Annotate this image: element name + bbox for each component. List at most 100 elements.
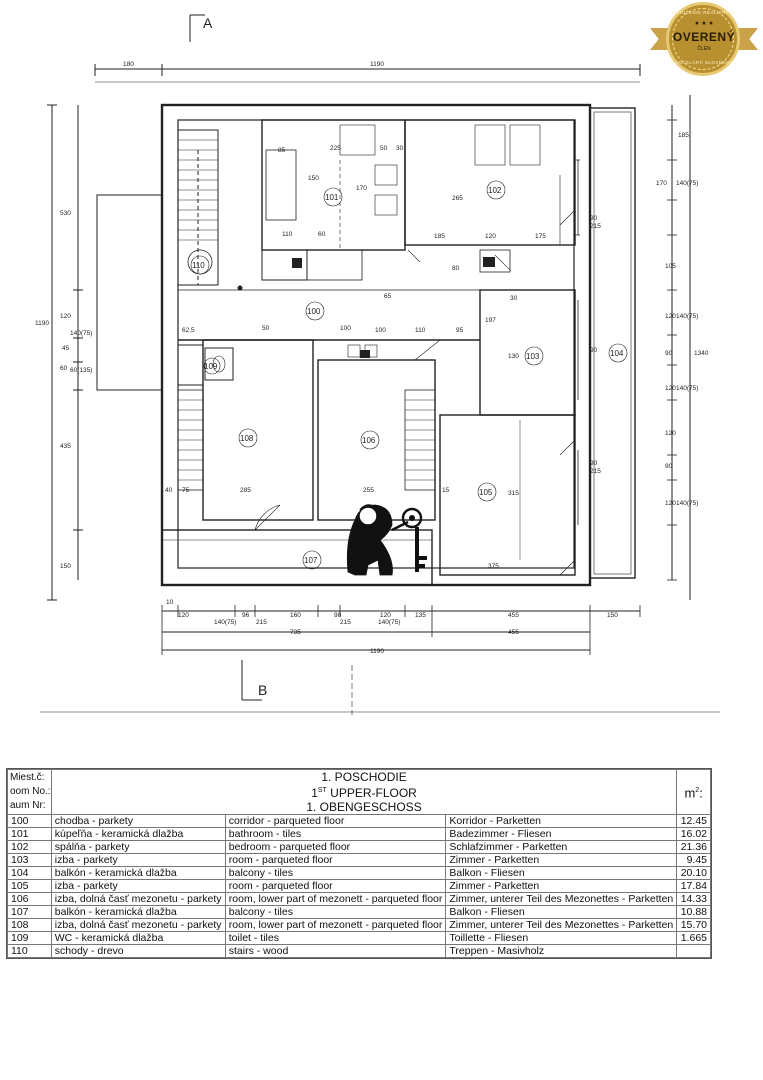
- legend-cell-area: 10.88: [676, 905, 711, 919]
- room-106: 106: [362, 436, 376, 445]
- dim-text: 40: [165, 487, 173, 494]
- dim-text: 120: [485, 233, 496, 240]
- legend-cell-sk: balkón - keramická dlažba: [50, 866, 226, 880]
- dim-text: 10: [166, 599, 174, 606]
- legend-cell-sk: balkón - keramická dlažba: [50, 905, 226, 919]
- legend-title: 1. POSCHODIE 1ST UPPER-FLOOR 1. OBENGESC…: [50, 769, 678, 815]
- dim-text: 140(75): [378, 619, 400, 626]
- legend-cell-en: balcony - tiles: [224, 905, 447, 919]
- dim-text: 180: [123, 61, 134, 68]
- dim-text: 130: [508, 353, 519, 360]
- dim-text: 530: [60, 210, 71, 217]
- badge-subtitle: ČLEN: [697, 46, 711, 52]
- room-102: 102: [488, 186, 502, 195]
- dim-text: 225: [330, 145, 341, 152]
- legend-cell-area: 14.33: [676, 892, 711, 906]
- dim-text: 105: [665, 263, 676, 270]
- lion-key-logo: [346, 504, 427, 576]
- dim-text: 45: [62, 345, 70, 352]
- dim-text: 1190: [35, 320, 49, 327]
- legend-cell-area: 20.10: [676, 866, 711, 880]
- legend-cell-en: room - parqueted floor: [224, 879, 447, 893]
- dim-text: 140(75): [214, 619, 236, 626]
- dim-text: 255: [363, 487, 374, 494]
- floor-plan: A B 180 1190 530 1190 120 140(75) 45 60(…: [35, 14, 720, 715]
- legend-cell-en: toilet - tiles: [224, 931, 447, 945]
- title-en-sup: ST: [317, 787, 327, 794]
- dim-text: 90: [665, 350, 673, 357]
- legend-cell-de: Badezimmer - Fliesen: [445, 827, 678, 841]
- legend-cell-area: 12.45: [676, 814, 711, 828]
- legend-cell-area: 21.36: [676, 840, 711, 854]
- badge-arc-top: ZDRUŽENIE REALITNÝCH: [671, 10, 737, 15]
- room-legend-table: Miest.č: oom No.: aum Nr: 1. POSCHODIE 1…: [6, 768, 712, 959]
- header-num-label: aum Nr:: [10, 800, 46, 811]
- dim-text: 120: [665, 313, 676, 320]
- dim-text: 120: [380, 612, 391, 619]
- legend-cell-num: 110: [7, 944, 52, 958]
- dim-text: 215: [340, 619, 351, 626]
- dim-text: 95: [456, 327, 464, 334]
- room-107: 107: [304, 556, 318, 565]
- room-101: 101: [325, 193, 339, 202]
- dim-text: 110: [415, 327, 426, 334]
- legend-cell-area: [676, 944, 711, 958]
- dim-text: 215: [590, 223, 601, 230]
- dim-text: 175: [535, 233, 546, 240]
- dim-text: 90: [590, 215, 598, 222]
- dim-text: 160: [290, 612, 301, 619]
- badge-title: OVERENÝ: [672, 30, 736, 44]
- legend-cell-en: bathroom - tiles: [224, 827, 447, 841]
- legend-cell-num: 109: [7, 931, 52, 945]
- dim-text: 120: [178, 612, 189, 619]
- dim-text: 60: [60, 365, 68, 372]
- legend-cell-sk: WC - keramická dlažba: [50, 931, 226, 945]
- dim-text: 120: [665, 500, 676, 507]
- legend-cell-en: corridor - parqueted floor: [224, 814, 447, 828]
- dim-text: 170: [356, 185, 367, 192]
- dim-text: 50: [262, 325, 270, 332]
- dim-text: 375: [488, 563, 499, 570]
- legend-cell-num: 104: [7, 866, 52, 880]
- dim-text: 100: [375, 327, 386, 334]
- legend-cell-en: bedroom - parqueted floor: [224, 840, 447, 854]
- badge-ring: [672, 8, 734, 70]
- legend-cell-de: Balkon - Fliesen: [445, 866, 678, 880]
- legend-cell-sk: izba - parkety: [50, 853, 226, 867]
- legend-cell-sk: spálňa - parkety: [50, 840, 226, 854]
- legend-cell-area: 15.70: [676, 918, 711, 932]
- dim-text: 96: [242, 612, 250, 619]
- legend-header-numbers: Miest.č: oom No.: aum Nr:: [7, 769, 52, 815]
- legend-cell-de: Zimmer, unterer Teil des Mezonettes - Pa…: [445, 918, 678, 932]
- dim-text: 110: [282, 231, 293, 238]
- legend-cell-num: 108: [7, 918, 52, 932]
- verified-member-badge: ZDRUŽENIE REALITNÝCH ★ ★ ★ OVERENÝ ČLEN …: [650, 2, 758, 86]
- room-104: 104: [610, 349, 624, 358]
- dim-text: 80: [452, 265, 460, 272]
- dim-text: 150: [607, 612, 618, 619]
- legend-cell-sk: izba - parkety: [50, 879, 226, 893]
- dim-text: 170: [656, 180, 667, 187]
- legend-cell-sk: chodba - parkety: [50, 814, 226, 828]
- dim-text: 435: [60, 443, 71, 450]
- section-b-label: B: [258, 682, 267, 698]
- dim-text: 85: [278, 147, 286, 154]
- dim-text: 140(75): [676, 385, 698, 392]
- dim-text: 15: [442, 487, 450, 494]
- title-en-number: 1: [311, 786, 318, 800]
- legend-cell-sk: schody - drevo: [50, 944, 226, 958]
- legend-cell-en: stairs - wood: [224, 944, 447, 958]
- dim-text: 1340: [694, 350, 709, 357]
- dim-text: 90: [665, 463, 673, 470]
- header-num-label: oom No.:: [10, 786, 51, 797]
- dim-text: 140(75): [70, 330, 92, 337]
- legend-title-de: 1. OBENGESCHOSS: [306, 800, 422, 814]
- room-105: 105: [479, 488, 493, 497]
- dim-text: 30: [396, 145, 404, 152]
- dim-text: 315: [508, 490, 519, 497]
- unit-m: m: [684, 785, 696, 801]
